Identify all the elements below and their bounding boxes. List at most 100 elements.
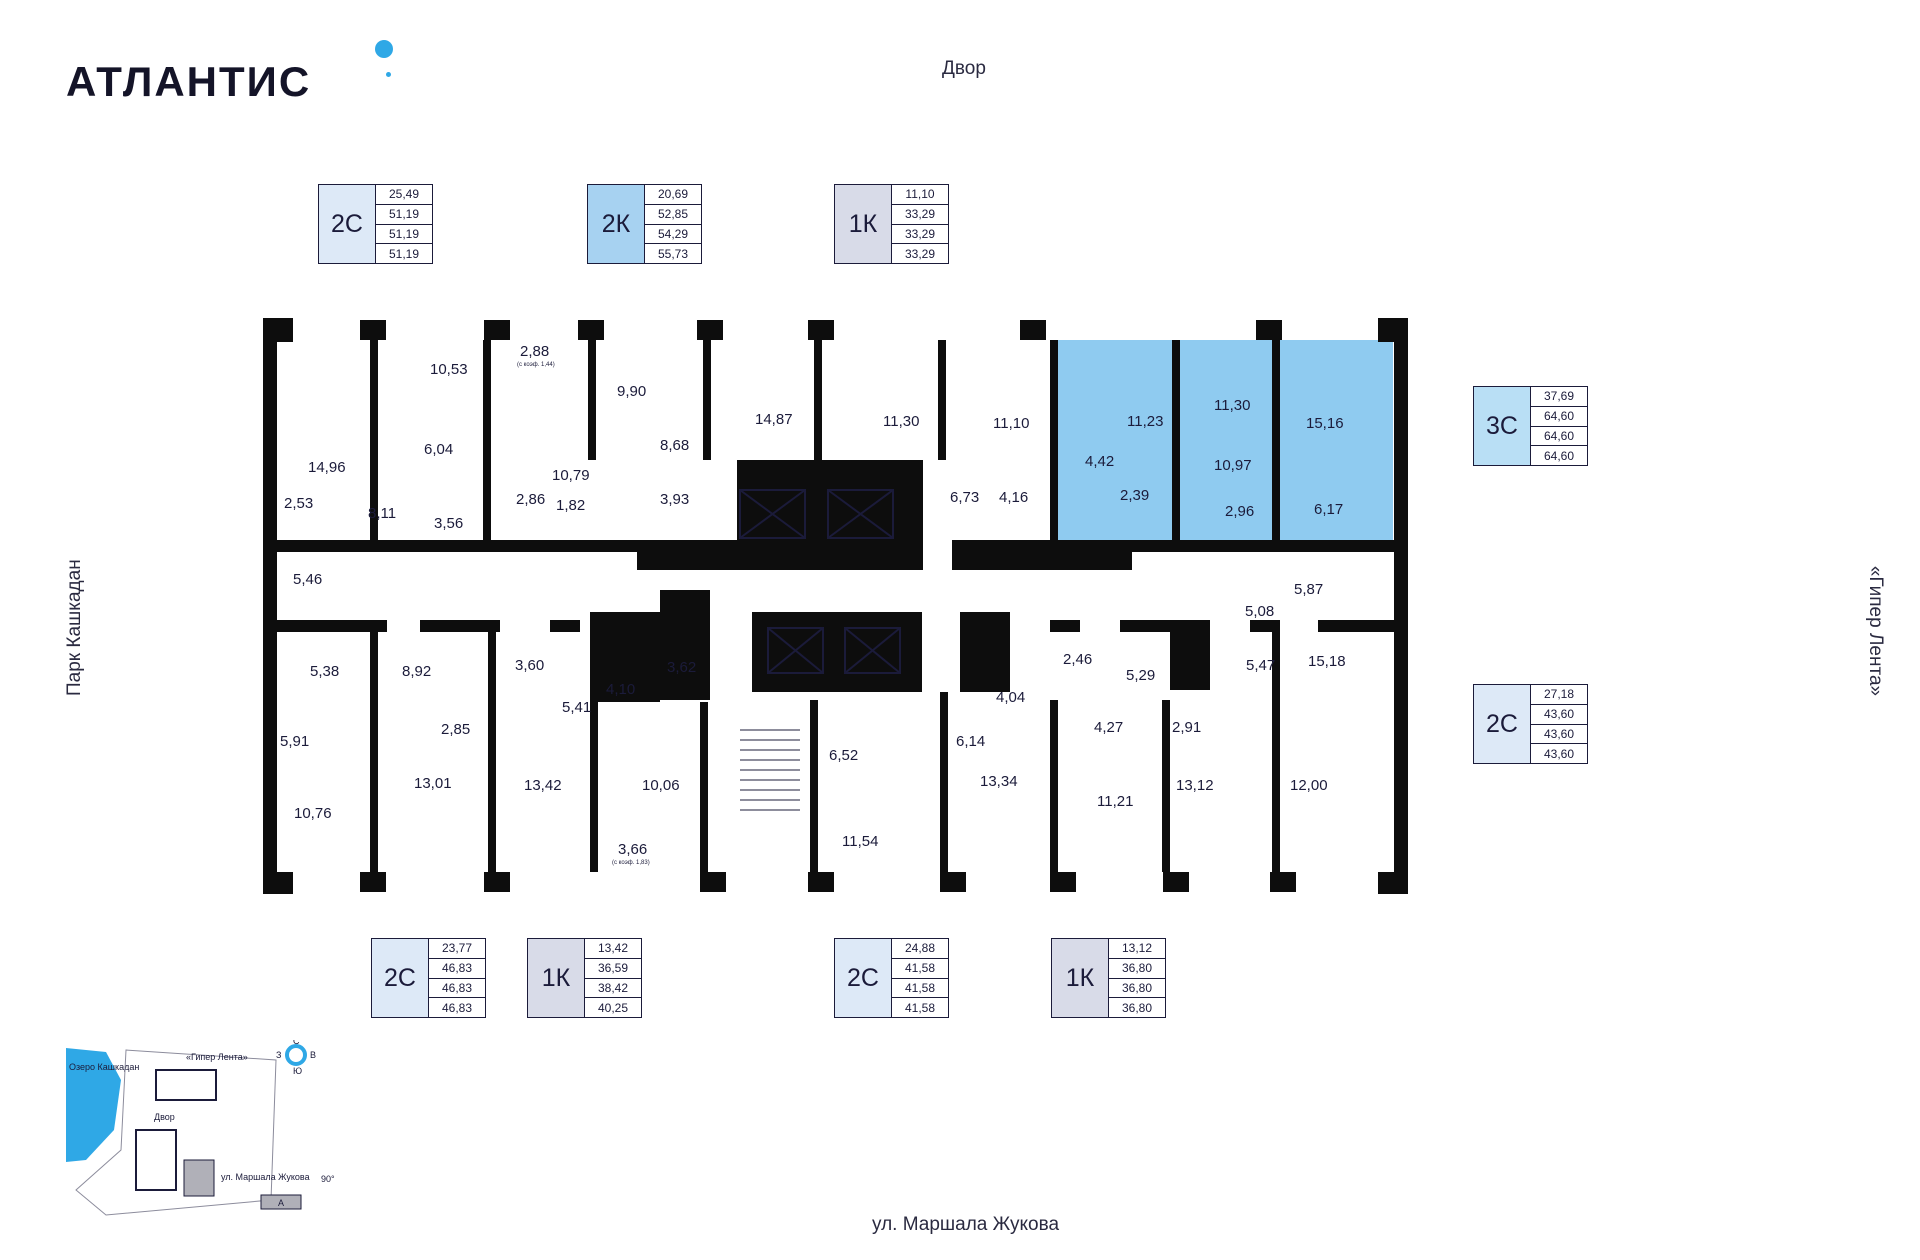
legend-value: 43,60 bbox=[1531, 725, 1587, 745]
compass-west: З bbox=[276, 1050, 281, 1060]
legend-value: 33,29 bbox=[892, 205, 948, 225]
room-area: 13,12 bbox=[1176, 777, 1214, 794]
room-area: 15,18 bbox=[1308, 653, 1346, 670]
room-area: 5,46 bbox=[293, 571, 322, 588]
lake-shape bbox=[66, 1048, 121, 1162]
room-area: 3,56 bbox=[434, 515, 463, 532]
room-area: 2,46 bbox=[1063, 651, 1092, 668]
room-area: 10,97 bbox=[1214, 457, 1252, 474]
compass-south: Ю bbox=[293, 1066, 302, 1076]
room-area: 3,93 bbox=[660, 491, 689, 508]
legend-value: 51,19 bbox=[376, 205, 432, 225]
room-note: (с коэф. 1,44) bbox=[517, 362, 555, 368]
legend-value: 13,12 bbox=[1109, 939, 1165, 959]
legend-code: 2С bbox=[319, 185, 376, 263]
room-area: 5,41 bbox=[562, 699, 591, 716]
room-area: 14,87 bbox=[755, 411, 793, 428]
legend-apartment[interactable]: 3С 37,69 64,60 64,60 64,60 bbox=[1473, 386, 1588, 466]
room-area: 11,10 bbox=[993, 415, 1029, 432]
legend-value: 46,83 bbox=[429, 959, 485, 979]
room-area: 2,39 bbox=[1120, 487, 1149, 504]
room-area: 10,53 bbox=[430, 361, 468, 378]
legend-value: 20,69 bbox=[645, 185, 701, 205]
legend-value: 33,29 bbox=[904, 246, 936, 261]
room-area: 3,66 bbox=[618, 841, 647, 858]
room-area: 11,30 bbox=[883, 413, 919, 430]
legend-value: 24,88 bbox=[892, 939, 948, 959]
legend-value: 23,77 bbox=[429, 939, 485, 959]
room-area: 14,96 bbox=[308, 459, 346, 476]
room-area: 5,87 bbox=[1294, 581, 1323, 598]
room-area: 10,06 bbox=[642, 777, 680, 794]
legend-apartment[interactable]: 2С 24,88 41,58 41,58 41,58 bbox=[834, 938, 949, 1018]
legend-value: 52,85 bbox=[645, 205, 701, 225]
legend-apartment[interactable]: 1К 13,42 36,59 38,42 40,25 bbox=[527, 938, 642, 1018]
rotation-angle: 90° bbox=[321, 1174, 335, 1184]
room-area: 13,42 bbox=[524, 777, 562, 794]
building-outline bbox=[155, 1069, 217, 1101]
legend-code: 3С bbox=[1474, 387, 1531, 465]
room-area: 11,21 bbox=[1097, 793, 1133, 810]
legend-value: 46,83 bbox=[441, 1000, 473, 1015]
room-area: 4,27 bbox=[1094, 719, 1123, 736]
logo-dot bbox=[375, 40, 393, 58]
legend-value: 51,19 bbox=[388, 246, 420, 261]
room-area: 6,17 bbox=[1314, 501, 1343, 518]
legend-value: 64,60 bbox=[1543, 448, 1575, 463]
yard-label: Двор bbox=[154, 1112, 175, 1122]
legend-value: 43,60 bbox=[1543, 746, 1575, 761]
room-area: 3,60 bbox=[515, 657, 544, 674]
room-area: 5,47 bbox=[1246, 657, 1275, 674]
legend-value: 41,58 bbox=[892, 979, 948, 999]
legend-apartment[interactable]: 2С 23,77 46,83 46,83 46,83 bbox=[371, 938, 486, 1018]
room-area: 6,14 bbox=[956, 733, 985, 750]
room-area: 13,34 bbox=[980, 773, 1018, 790]
room-labels: 10,53 14,96 6,04 2,53 8,11 3,56 5,46 2,8… bbox=[280, 343, 1346, 866]
legend-code: 2С bbox=[835, 939, 892, 1017]
legend-value: 55,73 bbox=[657, 246, 689, 261]
room-area: 4,04 bbox=[996, 689, 1025, 706]
room-area: 8,68 bbox=[660, 437, 689, 454]
room-area: 2,53 bbox=[284, 495, 313, 512]
legend-value: 41,58 bbox=[904, 1000, 936, 1015]
room-area: 4,10 bbox=[606, 681, 635, 698]
legend-code: 1К bbox=[528, 939, 585, 1017]
room-area: 6,73 bbox=[950, 489, 979, 506]
legend-value: 37,69 bbox=[1531, 387, 1587, 407]
room-area: 6,52 bbox=[829, 747, 858, 764]
legend-value: 13,42 bbox=[585, 939, 641, 959]
room-area: 4,42 bbox=[1085, 453, 1114, 470]
room-area: 15,16 bbox=[1306, 415, 1344, 432]
legend-apartment[interactable]: 2С 27,18 43,60 43,60 43,60 bbox=[1473, 684, 1588, 764]
legend-value: 40,25 bbox=[597, 1000, 629, 1015]
elevators bbox=[739, 489, 901, 674]
room-area: 3,62 bbox=[667, 659, 696, 676]
room-area: 2,88 bbox=[520, 343, 549, 360]
legend-value: 51,19 bbox=[376, 225, 432, 245]
section-box bbox=[260, 1194, 302, 1210]
section-label: А bbox=[278, 1198, 284, 1208]
room-area: 11,23 bbox=[1127, 413, 1163, 430]
room-area: 9,90 bbox=[617, 383, 646, 400]
compass-north: С bbox=[293, 1040, 300, 1046]
legend-apartment[interactable]: 1К 13,12 36,80 36,80 36,80 bbox=[1051, 938, 1166, 1018]
legend-apartment[interactable]: 2К 20,69 52,85 54,29 55,73 bbox=[587, 184, 702, 264]
room-area: 8,92 bbox=[402, 663, 431, 680]
legend-value: 38,42 bbox=[585, 979, 641, 999]
label-top: Двор bbox=[942, 58, 986, 79]
highlighted-apartment[interactable] bbox=[1057, 340, 1393, 540]
legend-apartment[interactable]: 2С 25,49 51,19 51,19 51,19 bbox=[318, 184, 433, 264]
room-area: 2,85 bbox=[441, 721, 470, 738]
brand-logo: АТЛАНТИС bbox=[66, 58, 312, 105]
legend-value: 36,80 bbox=[1109, 979, 1165, 999]
legend-value: 46,83 bbox=[429, 979, 485, 999]
room-area: 12,00 bbox=[1290, 777, 1328, 794]
room-area: 2,96 bbox=[1225, 503, 1254, 520]
legend-apartment[interactable]: 1К 11,10 33,29 33,29 33,29 bbox=[834, 184, 949, 264]
store-label: «Гипер Лента» bbox=[186, 1052, 248, 1062]
legend-value: 64,60 bbox=[1531, 427, 1587, 447]
site-map: Озеро Кашкадан «Гипер Лента» Двор ул. Ма… bbox=[66, 1040, 335, 1216]
room-area: 11,54 bbox=[842, 833, 878, 850]
room-area: 1,82 bbox=[556, 497, 585, 514]
